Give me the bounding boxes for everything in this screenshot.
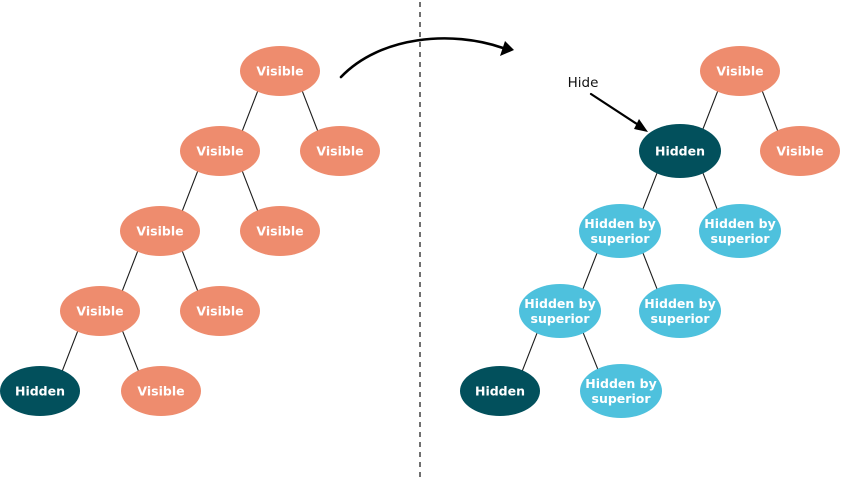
- tree-edge: [761, 90, 779, 132]
- node-ellipse: [300, 126, 380, 176]
- node-label: Visible: [137, 384, 184, 399]
- node-label: Visible: [196, 144, 243, 159]
- tree-node-visible[interactable]: Visible: [180, 286, 260, 336]
- tree-edge: [241, 90, 259, 132]
- tree-node-hidden[interactable]: Hidden: [639, 124, 721, 178]
- tree-edge: [582, 331, 599, 371]
- tree-node-visible[interactable]: Visible: [240, 46, 320, 96]
- node-ellipse: [180, 126, 260, 176]
- node-ellipse: [240, 206, 320, 256]
- node-label: Visible: [316, 144, 363, 159]
- node-ellipse: [240, 46, 320, 96]
- node-ellipse: [760, 126, 840, 176]
- tree-edge: [702, 171, 718, 211]
- tree-node-visible[interactable]: Visible: [180, 126, 260, 176]
- hide-annotation-arrow-head: [634, 119, 648, 132]
- hide-annotation: Hide: [568, 75, 648, 132]
- node-label: Hidden: [475, 384, 525, 399]
- tree-node-visible[interactable]: Visible: [700, 46, 780, 96]
- tree-edge: [181, 170, 199, 212]
- tree-node-visible[interactable]: Visible: [760, 126, 840, 176]
- node-ellipse: [460, 366, 540, 416]
- tree-edge: [61, 330, 79, 372]
- node-ellipse: [519, 284, 601, 338]
- tree-edge: [521, 331, 538, 372]
- hide-annotation-label: Hide: [568, 75, 599, 91]
- node-ellipse: [579, 204, 661, 258]
- tree-edge: [241, 170, 259, 212]
- node-ellipse: [580, 364, 662, 418]
- tree-edge: [582, 251, 598, 291]
- node-label: Visible: [196, 304, 243, 319]
- tree-node-visible[interactable]: Visible: [240, 206, 320, 256]
- node-ellipse: [180, 286, 260, 336]
- node-ellipse: [699, 204, 781, 258]
- transition-arrow-head: [500, 41, 514, 56]
- node-ellipse: [120, 206, 200, 256]
- node-ellipse: [60, 286, 140, 336]
- tree-node-visible[interactable]: Visible: [300, 126, 380, 176]
- tree-edge: [181, 250, 199, 292]
- node-ellipse: [639, 124, 721, 178]
- tree-edge: [121, 330, 140, 372]
- node-ellipse: [0, 366, 80, 416]
- transition-arrow: [339, 37, 514, 79]
- node-label: Visible: [136, 224, 183, 239]
- node-ellipse: [639, 284, 721, 338]
- node-ellipse: [700, 46, 780, 96]
- tree-node-visible[interactable]: Visible: [121, 366, 201, 416]
- tree-node-hidden[interactable]: Hidden: [460, 366, 540, 416]
- node-ellipse: [121, 366, 201, 416]
- tree-edge: [702, 90, 719, 131]
- node-label: Hidden: [15, 384, 65, 399]
- tree-edge: [121, 250, 139, 292]
- node-label: Visible: [76, 304, 123, 319]
- tree-edge: [642, 251, 658, 291]
- node-label: Visible: [256, 64, 303, 79]
- edges-layer: [61, 90, 779, 372]
- tree-node-visible[interactable]: Visible: [120, 206, 200, 256]
- node-label: Visible: [776, 144, 823, 159]
- tree-edge: [301, 90, 319, 132]
- tree-edge: [642, 171, 658, 211]
- node-label: Hidden: [655, 144, 705, 159]
- node-label: Visible: [256, 224, 303, 239]
- tree-node-visible[interactable]: Visible: [60, 286, 140, 336]
- tree-node-hidden[interactable]: Hidden: [0, 366, 80, 416]
- node-label: Visible: [716, 64, 763, 79]
